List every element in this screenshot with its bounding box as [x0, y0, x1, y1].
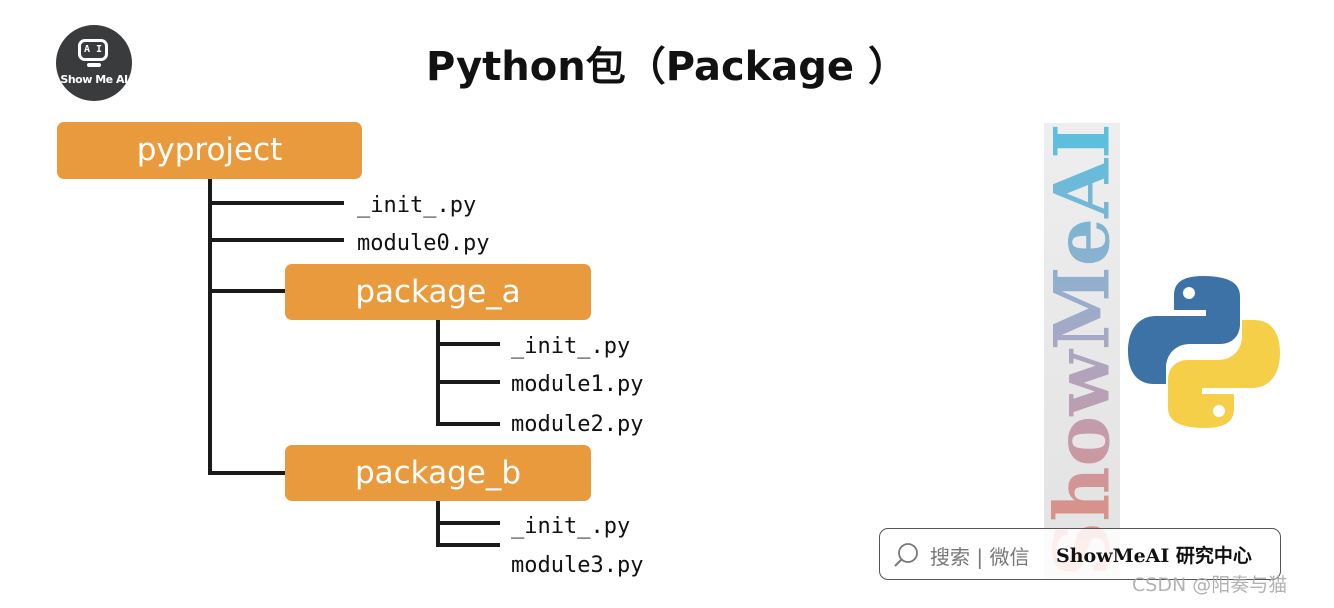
package-b-box: package_b — [285, 445, 591, 501]
wechat-search-box: 搜索 | 微信 ShowMeAI 研究中心 — [879, 528, 1281, 580]
robot-face-icon: A I — [78, 39, 108, 61]
package-a-branch-module2 — [436, 422, 500, 426]
csdn-watermark: CSDN @阳奏与猫 — [1132, 574, 1288, 596]
root-folder-box: pyproject — [57, 122, 362, 179]
package-a-box: package_a — [285, 264, 591, 320]
watermark-vertical-text: ShowMeAI — [1037, 123, 1127, 577]
package-b-branch-module3 — [436, 543, 500, 547]
root-file-init: _init_.py — [357, 193, 477, 218]
search-icon — [894, 543, 918, 567]
logo-text: Show Me AI — [60, 73, 128, 86]
package-a-file-module1: module1.py — [511, 372, 644, 397]
root-trunk-line — [208, 179, 212, 475]
search-brand: ShowMeAI 研究中心 — [1056, 545, 1252, 567]
root-branch-init — [208, 201, 344, 205]
showmeai-logo: A I Show Me AI — [56, 25, 132, 101]
package-a-branch-init — [436, 342, 500, 346]
package-b-branch-init — [436, 521, 500, 525]
package-a-file-module2: module2.py — [511, 412, 644, 437]
python-logo-yellow-half — [1168, 320, 1280, 428]
python-logo-blue-half — [1128, 276, 1240, 384]
python-logo-eye-bottom — [1213, 405, 1225, 417]
root-branch-module0 — [208, 238, 344, 242]
search-text: 搜索 | 微信 — [930, 545, 1030, 569]
root-file-module0: module0.py — [357, 231, 490, 256]
page-title: Python包（Package ） — [426, 44, 908, 90]
robot-mouth-icon — [87, 63, 101, 67]
root-branch-package-b — [208, 471, 286, 475]
python-logo-icon — [1128, 276, 1280, 428]
python-logo-eye-top — [1183, 287, 1195, 299]
package-a-file-init: _init_.py — [511, 334, 631, 359]
package-a-branch-module1 — [436, 380, 500, 384]
root-branch-package-a — [208, 289, 286, 293]
watermark-band — [1044, 123, 1120, 580]
package-b-file-module3: module3.py — [511, 553, 644, 578]
package-b-file-init: _init_.py — [511, 514, 631, 539]
package-a-trunk-line — [436, 320, 440, 426]
